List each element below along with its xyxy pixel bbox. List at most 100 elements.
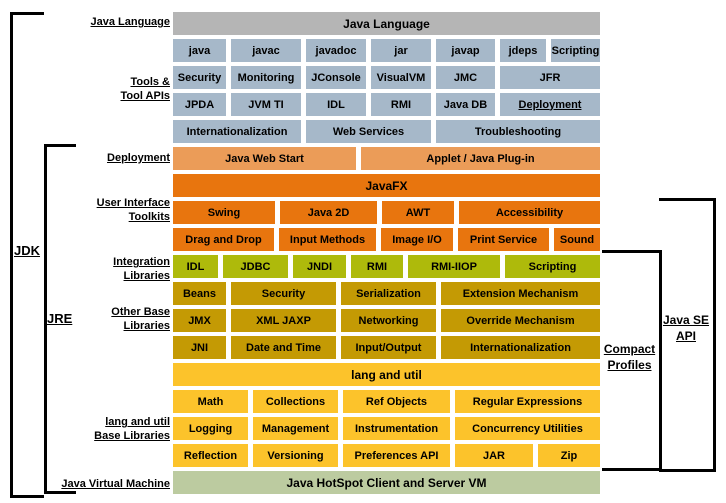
- jdk-label[interactable]: JDK: [14, 243, 41, 258]
- cell-jni[interactable]: JNI: [173, 336, 226, 359]
- cell-javac[interactable]: javac: [231, 39, 301, 62]
- cell-override-mechanism[interactable]: Override Mechanism: [441, 309, 600, 332]
- java-virtual-machine-label[interactable]: Java Virtual Machine: [0, 477, 170, 491]
- cell-web-services[interactable]: Web Services: [306, 120, 431, 143]
- cell-xml-jaxp[interactable]: XML JAXP: [231, 309, 336, 332]
- tools-tool-apis-label-line: Tool APIs: [120, 90, 171, 102]
- tools-tool-apis-label-line: Tools &: [130, 76, 170, 88]
- cell-deployment[interactable]: Deployment: [500, 93, 600, 116]
- cell-drag-and-drop[interactable]: Drag and Drop: [173, 228, 274, 251]
- cell-rmi-iiop[interactable]: RMI-IIOP: [408, 255, 500, 278]
- lang-and-util-header-row: lang and util: [173, 363, 600, 386]
- cell-input-output[interactable]: Input/Output: [341, 336, 436, 359]
- cell-math[interactable]: Math: [173, 390, 248, 413]
- cell-javap[interactable]: javap: [436, 39, 495, 62]
- java-virtual-machine-label-line: Java Virtual Machine: [61, 478, 170, 490]
- other-base-libraries-label-line: Libraries: [123, 320, 170, 332]
- cell-jndi[interactable]: JNDI: [293, 255, 346, 278]
- cell-jfr[interactable]: JFR: [500, 66, 600, 89]
- cell-instrumentation[interactable]: Instrumentation: [343, 417, 450, 440]
- cell-ref-objects[interactable]: Ref Objects: [343, 390, 450, 413]
- cell-sound[interactable]: Sound: [554, 228, 600, 251]
- cell-scripting[interactable]: Scripting: [551, 39, 600, 62]
- cell-idl[interactable]: IDL: [173, 255, 218, 278]
- java-se-api-label[interactable]: Java SE API: [658, 312, 714, 344]
- cell-jar[interactable]: jar: [371, 39, 431, 62]
- cell-internationalization[interactable]: Internationalization: [173, 120, 301, 143]
- cell-concurrency-utilities[interactable]: Concurrency Utilities: [455, 417, 600, 440]
- cell-jdeps[interactable]: jdeps: [500, 39, 546, 62]
- jre-label[interactable]: JRE: [47, 311, 73, 326]
- cell-troubleshooting[interactable]: Troubleshooting: [436, 120, 600, 143]
- javafx-row: JavaFX: [173, 174, 600, 197]
- cell-security[interactable]: Security: [173, 66, 226, 89]
- cell-javadoc[interactable]: javadoc: [306, 39, 366, 62]
- cell-awt[interactable]: AWT: [382, 201, 454, 224]
- deployment-label[interactable]: Deployment: [0, 151, 170, 165]
- cell-collections[interactable]: Collections: [253, 390, 338, 413]
- cell-image-i-o[interactable]: Image I/O: [381, 228, 453, 251]
- other-base-libraries-label-line: Other Base: [111, 306, 170, 318]
- cell-jdbc[interactable]: JDBC: [223, 255, 288, 278]
- cell-regular-expressions[interactable]: Regular Expressions: [455, 390, 600, 413]
- cell-javafx[interactable]: JavaFX: [173, 174, 600, 197]
- cell-applet-java-plug-in[interactable]: Applet / Java Plug-in: [361, 147, 600, 170]
- cell-java[interactable]: java: [173, 39, 226, 62]
- cell-logging[interactable]: Logging: [173, 417, 248, 440]
- integration-libraries-label-line: Libraries: [123, 270, 170, 282]
- cell-jconsole[interactable]: JConsole: [306, 66, 366, 89]
- cell-java-language[interactable]: Java Language: [173, 12, 600, 35]
- cell-input-methods[interactable]: Input Methods: [279, 228, 376, 251]
- cell-java-hotspot-client-and-server-vm[interactable]: Java HotSpot Client and Server VM: [173, 471, 600, 494]
- cell-networking[interactable]: Networking: [341, 309, 436, 332]
- java-language-header-row: Java Language: [173, 12, 600, 35]
- cell-print-service[interactable]: Print Service: [458, 228, 549, 251]
- lang-and-util-base-libraries-label-line: lang and util: [105, 416, 170, 428]
- cell-extension-mechanism[interactable]: Extension Mechanism: [441, 282, 600, 305]
- java-language-label-line: Java Language: [90, 16, 170, 28]
- java-language-label[interactable]: Java Language: [0, 15, 170, 29]
- cell-preferences-api[interactable]: Preferences API: [343, 444, 450, 467]
- cell-java-web-start[interactable]: Java Web Start: [173, 147, 356, 170]
- cell-monitoring[interactable]: Monitoring: [231, 66, 301, 89]
- cell-scripting[interactable]: Scripting: [505, 255, 600, 278]
- cell-jvm-ti[interactable]: JVM TI: [231, 93, 301, 116]
- cell-swing[interactable]: Swing: [173, 201, 275, 224]
- user-interface-toolkits-label-line: Toolkits: [128, 211, 170, 223]
- cell-zip[interactable]: Zip: [538, 444, 600, 467]
- cell-versioning[interactable]: Versioning: [253, 444, 338, 467]
- cell-accessibility[interactable]: Accessibility: [459, 201, 600, 224]
- cell-internationalization[interactable]: Internationalization: [441, 336, 600, 359]
- jre-bracket: [44, 144, 76, 494]
- cell-java-db[interactable]: Java DB: [436, 93, 495, 116]
- cell-rmi[interactable]: RMI: [351, 255, 403, 278]
- java-se-api-bracket: [659, 198, 716, 472]
- cell-jar[interactable]: JAR: [455, 444, 533, 467]
- cell-visualvm[interactable]: VisualVM: [371, 66, 431, 89]
- tools-tool-apis-label[interactable]: Tools & Tool APIs: [0, 75, 171, 103]
- compact-profiles-label[interactable]: Compact Profiles: [601, 341, 658, 373]
- cell-lang-and-util[interactable]: lang and util: [173, 363, 600, 386]
- cell-jpda[interactable]: JPDA: [173, 93, 226, 116]
- cell-security[interactable]: Security: [231, 282, 336, 305]
- deployment-label-line: Deployment: [107, 152, 170, 164]
- compact-profiles-label-line1: Compact: [603, 342, 656, 356]
- cell-jmc[interactable]: JMC: [436, 66, 495, 89]
- cell-serialization[interactable]: Serialization: [341, 282, 436, 305]
- cell-jmx[interactable]: JMX: [173, 309, 226, 332]
- cell-rmi[interactable]: RMI: [371, 93, 431, 116]
- cell-java-2d[interactable]: Java 2D: [280, 201, 377, 224]
- cell-date-and-time[interactable]: Date and Time: [231, 336, 336, 359]
- cell-idl[interactable]: IDL: [306, 93, 366, 116]
- cell-management[interactable]: Management: [253, 417, 338, 440]
- cell-beans[interactable]: Beans: [173, 282, 226, 305]
- cell-reflection[interactable]: Reflection: [173, 444, 248, 467]
